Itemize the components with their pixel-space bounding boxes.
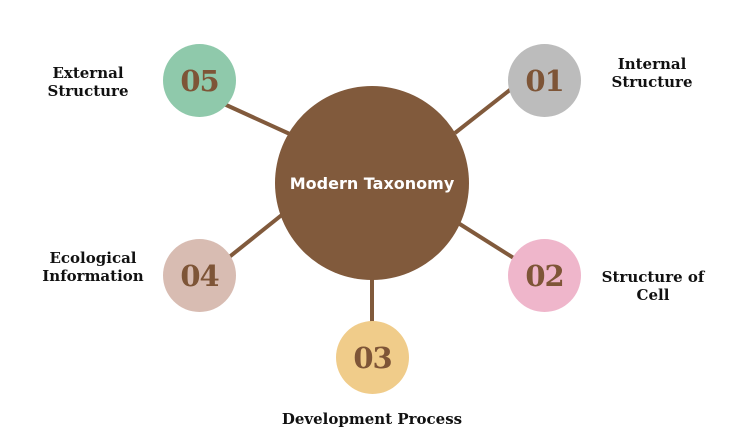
node-01-label-line1: Internal [617, 55, 687, 73]
node-02-label-line1: Structure of [601, 268, 705, 286]
connector-04 [221, 208, 290, 264]
connector-02 [453, 219, 522, 264]
node-05-label-line1: External [52, 64, 124, 82]
node-04-label-line1: Ecological [49, 249, 137, 267]
node-04-label: Ecological Information [38, 249, 148, 285]
node-03-label: Development Process [262, 410, 482, 428]
node-03-number: 03 [353, 340, 392, 375]
node-01-number: 01 [525, 63, 564, 98]
node-02-number: 02 [525, 258, 564, 293]
node-01-circle: 01 [508, 44, 581, 117]
node-05-number: 05 [180, 63, 219, 98]
node-05-label-line2: Structure [47, 82, 129, 100]
node-02-label: Structure of Cell [594, 268, 712, 304]
node-05-circle: 05 [163, 44, 236, 117]
connector-05 [223, 102, 293, 137]
node-02-label-line2: Cell [636, 286, 670, 304]
node-04-label-line2: Information [42, 267, 144, 285]
node-01-label-line2: Structure [611, 73, 693, 91]
node-04-number: 04 [180, 258, 219, 293]
node-03-circle: 03 [336, 321, 409, 394]
node-04-circle: 04 [163, 239, 236, 312]
node-03-label-line1: Development Process [281, 410, 463, 428]
center-hub-label: Modern Taxonomy [289, 173, 455, 193]
center-hub-circle: Modern Taxonomy [275, 86, 469, 280]
node-02-circle: 02 [508, 239, 581, 312]
node-05-label: External Structure [38, 64, 138, 100]
node-01-label: Internal Structure [602, 55, 702, 91]
